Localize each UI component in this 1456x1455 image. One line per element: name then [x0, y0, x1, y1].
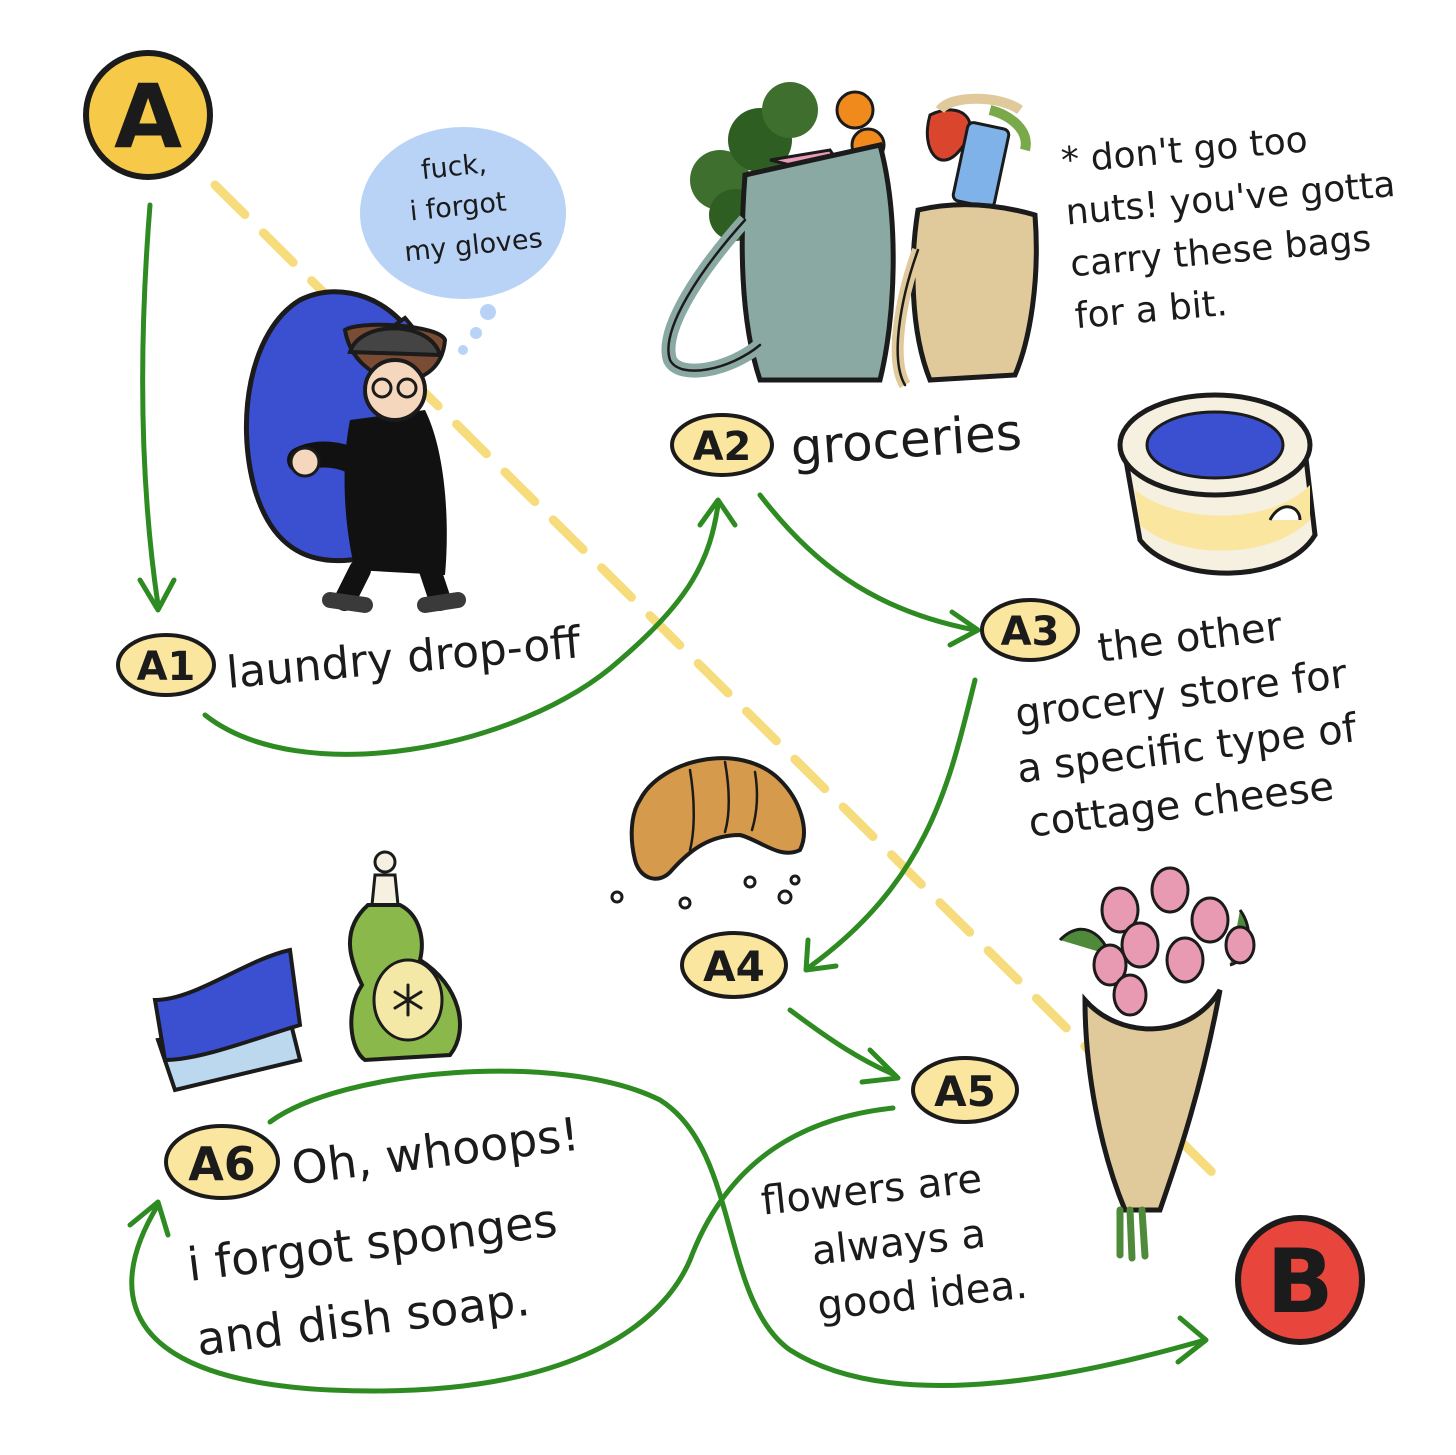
grocery-bags-icon [661, 82, 1039, 389]
route-path [127, 202, 1209, 1394]
arrow-a4-to-a5 [787, 1007, 898, 1078]
stop-a6-line-3: and dish soap. [194, 1272, 533, 1366]
arrowhead-b-icon [1175, 1315, 1209, 1365]
stop-a6-line-1: Oh, whoops! [288, 1107, 582, 1196]
flower-bouquet-icon [1058, 866, 1256, 1262]
stop-a4-badge: A4 [703, 942, 765, 991]
croissant-icon [610, 756, 806, 910]
arrowhead-a5-icon [859, 1047, 901, 1085]
stop-a2-label: groceries [789, 403, 1024, 477]
stop-a2: A2 groceries [670, 403, 1024, 477]
svg-text:flowers are always a: flowers are always a good idea. [759, 1152, 1030, 1334]
end-badge-label: B [1266, 1230, 1333, 1333]
note-line-4: for a bit. [1073, 283, 1229, 337]
arrowhead-a6-icon [127, 1199, 171, 1238]
arrow-a3-to-a4 [805, 677, 978, 971]
stop-a5-line-3: good idea. [815, 1262, 1029, 1330]
arrow-a2-to-a3 [757, 492, 978, 633]
arrow-a1-to-a2 [202, 502, 721, 757]
sponge-icon [152, 947, 303, 1093]
dish-soap-bottle-icon [348, 850, 462, 1063]
arrow-a-to-a1 [140, 202, 161, 608]
arrowhead-a4-icon [803, 937, 839, 973]
start-badge-label: A [114, 65, 182, 168]
note-line-1: * don't go too [1060, 119, 1310, 181]
laundry-bag-person-icon [243, 289, 466, 613]
arrow-a6-to-b [267, 1068, 1208, 1388]
stop-a6-badge: A6 [188, 1137, 256, 1191]
stop-a6: A6 Oh, whoops! i forgot sponges and dish… [164, 1107, 582, 1366]
cottage-cheese-tub-icon [1117, 392, 1318, 576]
stop-a5-line-2: always a [809, 1211, 987, 1275]
arrow-a5-to-a6-loop [129, 1105, 896, 1394]
stop-a1-label: laundry drop-off [225, 617, 585, 699]
stop-a1-badge: A1 [137, 644, 196, 690]
stop-a4: A4 [680, 931, 788, 999]
stop-a3: A3 the other grocery store for a specifi… [980, 598, 1360, 847]
thought-bubble: fuck, i forgot my gloves [360, 127, 566, 355]
svg-text:* don't go too nuts! you'v: * don't go too nuts! you've gotta carry … [1060, 111, 1418, 337]
bubble-line-1: fuck, [420, 148, 489, 186]
arrowhead-a1-icon [137, 577, 177, 613]
stop-a5: A5 flowers are always a good idea. [759, 1056, 1030, 1334]
stop-a1: A1 laundry drop-off [116, 617, 585, 699]
stop-a3-badge: A3 [1001, 609, 1060, 655]
stop-a2-badge: A2 [693, 424, 752, 470]
arrowhead-a3-icon [947, 609, 981, 648]
end-badge: B [1235, 1215, 1365, 1345]
arrowhead-a2-icon [697, 497, 738, 528]
stop-a5-badge: A5 [934, 1067, 996, 1116]
start-badge: A [83, 50, 213, 180]
